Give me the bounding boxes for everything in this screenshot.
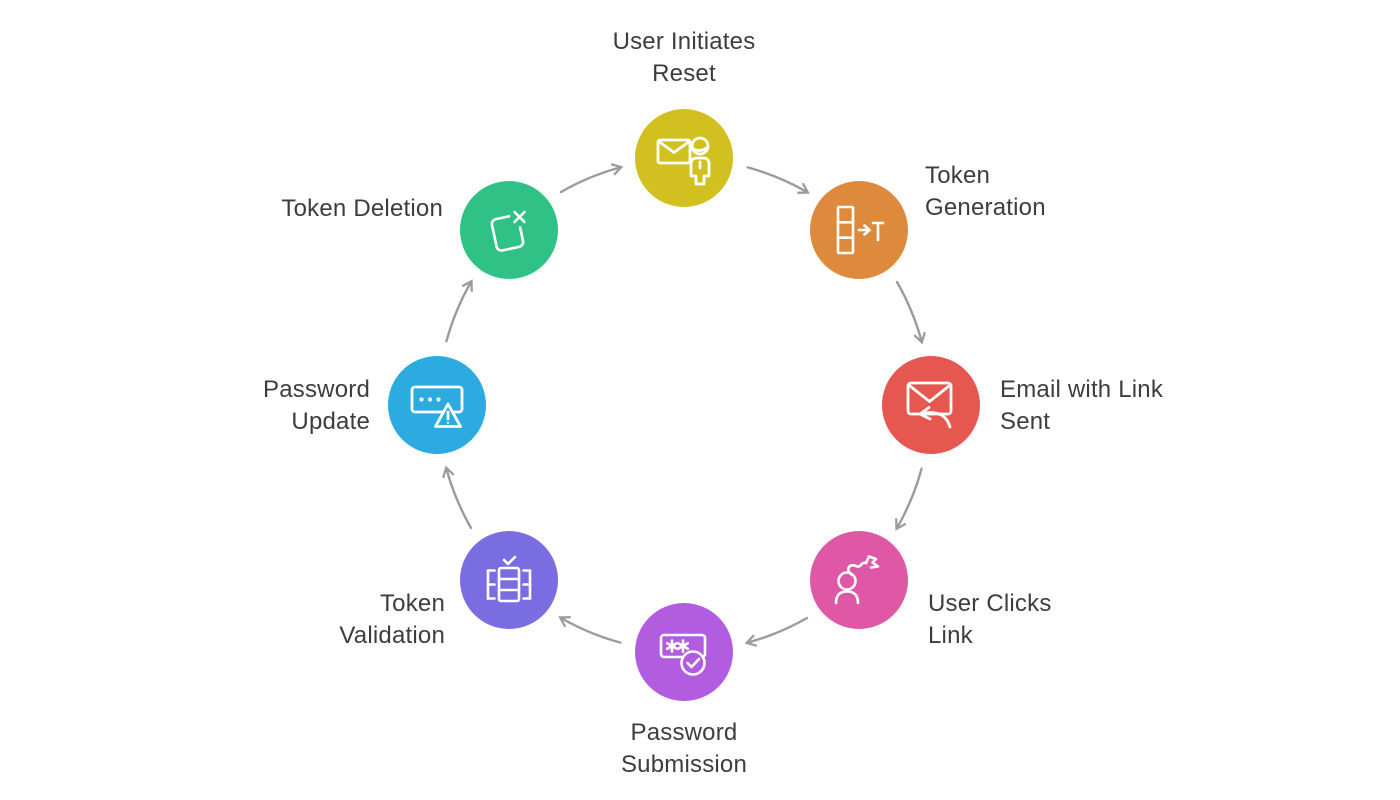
flow-arrow	[895, 280, 926, 345]
flow-arrow	[442, 465, 473, 530]
node-password-submission	[635, 603, 733, 701]
node-token-generation	[810, 181, 908, 279]
token-generation-icon	[836, 205, 885, 255]
user-click-icon	[834, 555, 880, 605]
node-label-token-generation: Token Generation	[925, 162, 1046, 221]
node-label-password-update: Password Update	[263, 376, 370, 435]
node-user-initiates-reset	[635, 109, 733, 207]
password-warning-icon	[410, 385, 464, 428]
flow-arrow	[558, 616, 622, 644]
node-password-update	[388, 356, 486, 454]
token-delete-icon	[490, 207, 529, 252]
node-token-validation	[460, 531, 558, 629]
node-token-deletion	[460, 181, 558, 279]
mail-user-icon	[656, 136, 711, 186]
node-label-user-clicks-link: User Clicks Link	[928, 590, 1052, 649]
node-label-token-deletion: Token Deletion	[281, 195, 443, 222]
node-label-user-initiates-reset: User Initiates Reset	[612, 28, 756, 87]
flow-arrow	[445, 279, 473, 343]
node-label-token-validation: Token Validation	[339, 590, 445, 649]
email-reply-icon	[906, 381, 953, 429]
node-label-password-submission: Password Submission	[620, 719, 748, 778]
node-user-clicks-link	[810, 531, 908, 629]
flow-arrow	[746, 166, 810, 194]
flow-arrow	[895, 467, 923, 531]
token-validation-icon	[486, 555, 532, 603]
flow-arrow	[559, 163, 624, 194]
node-label-email-with-link-sent: Email with Link Sent	[1000, 376, 1164, 435]
password-check-icon	[659, 633, 707, 676]
node-email-with-link-sent	[882, 356, 980, 454]
flow-arrow	[744, 616, 809, 647]
